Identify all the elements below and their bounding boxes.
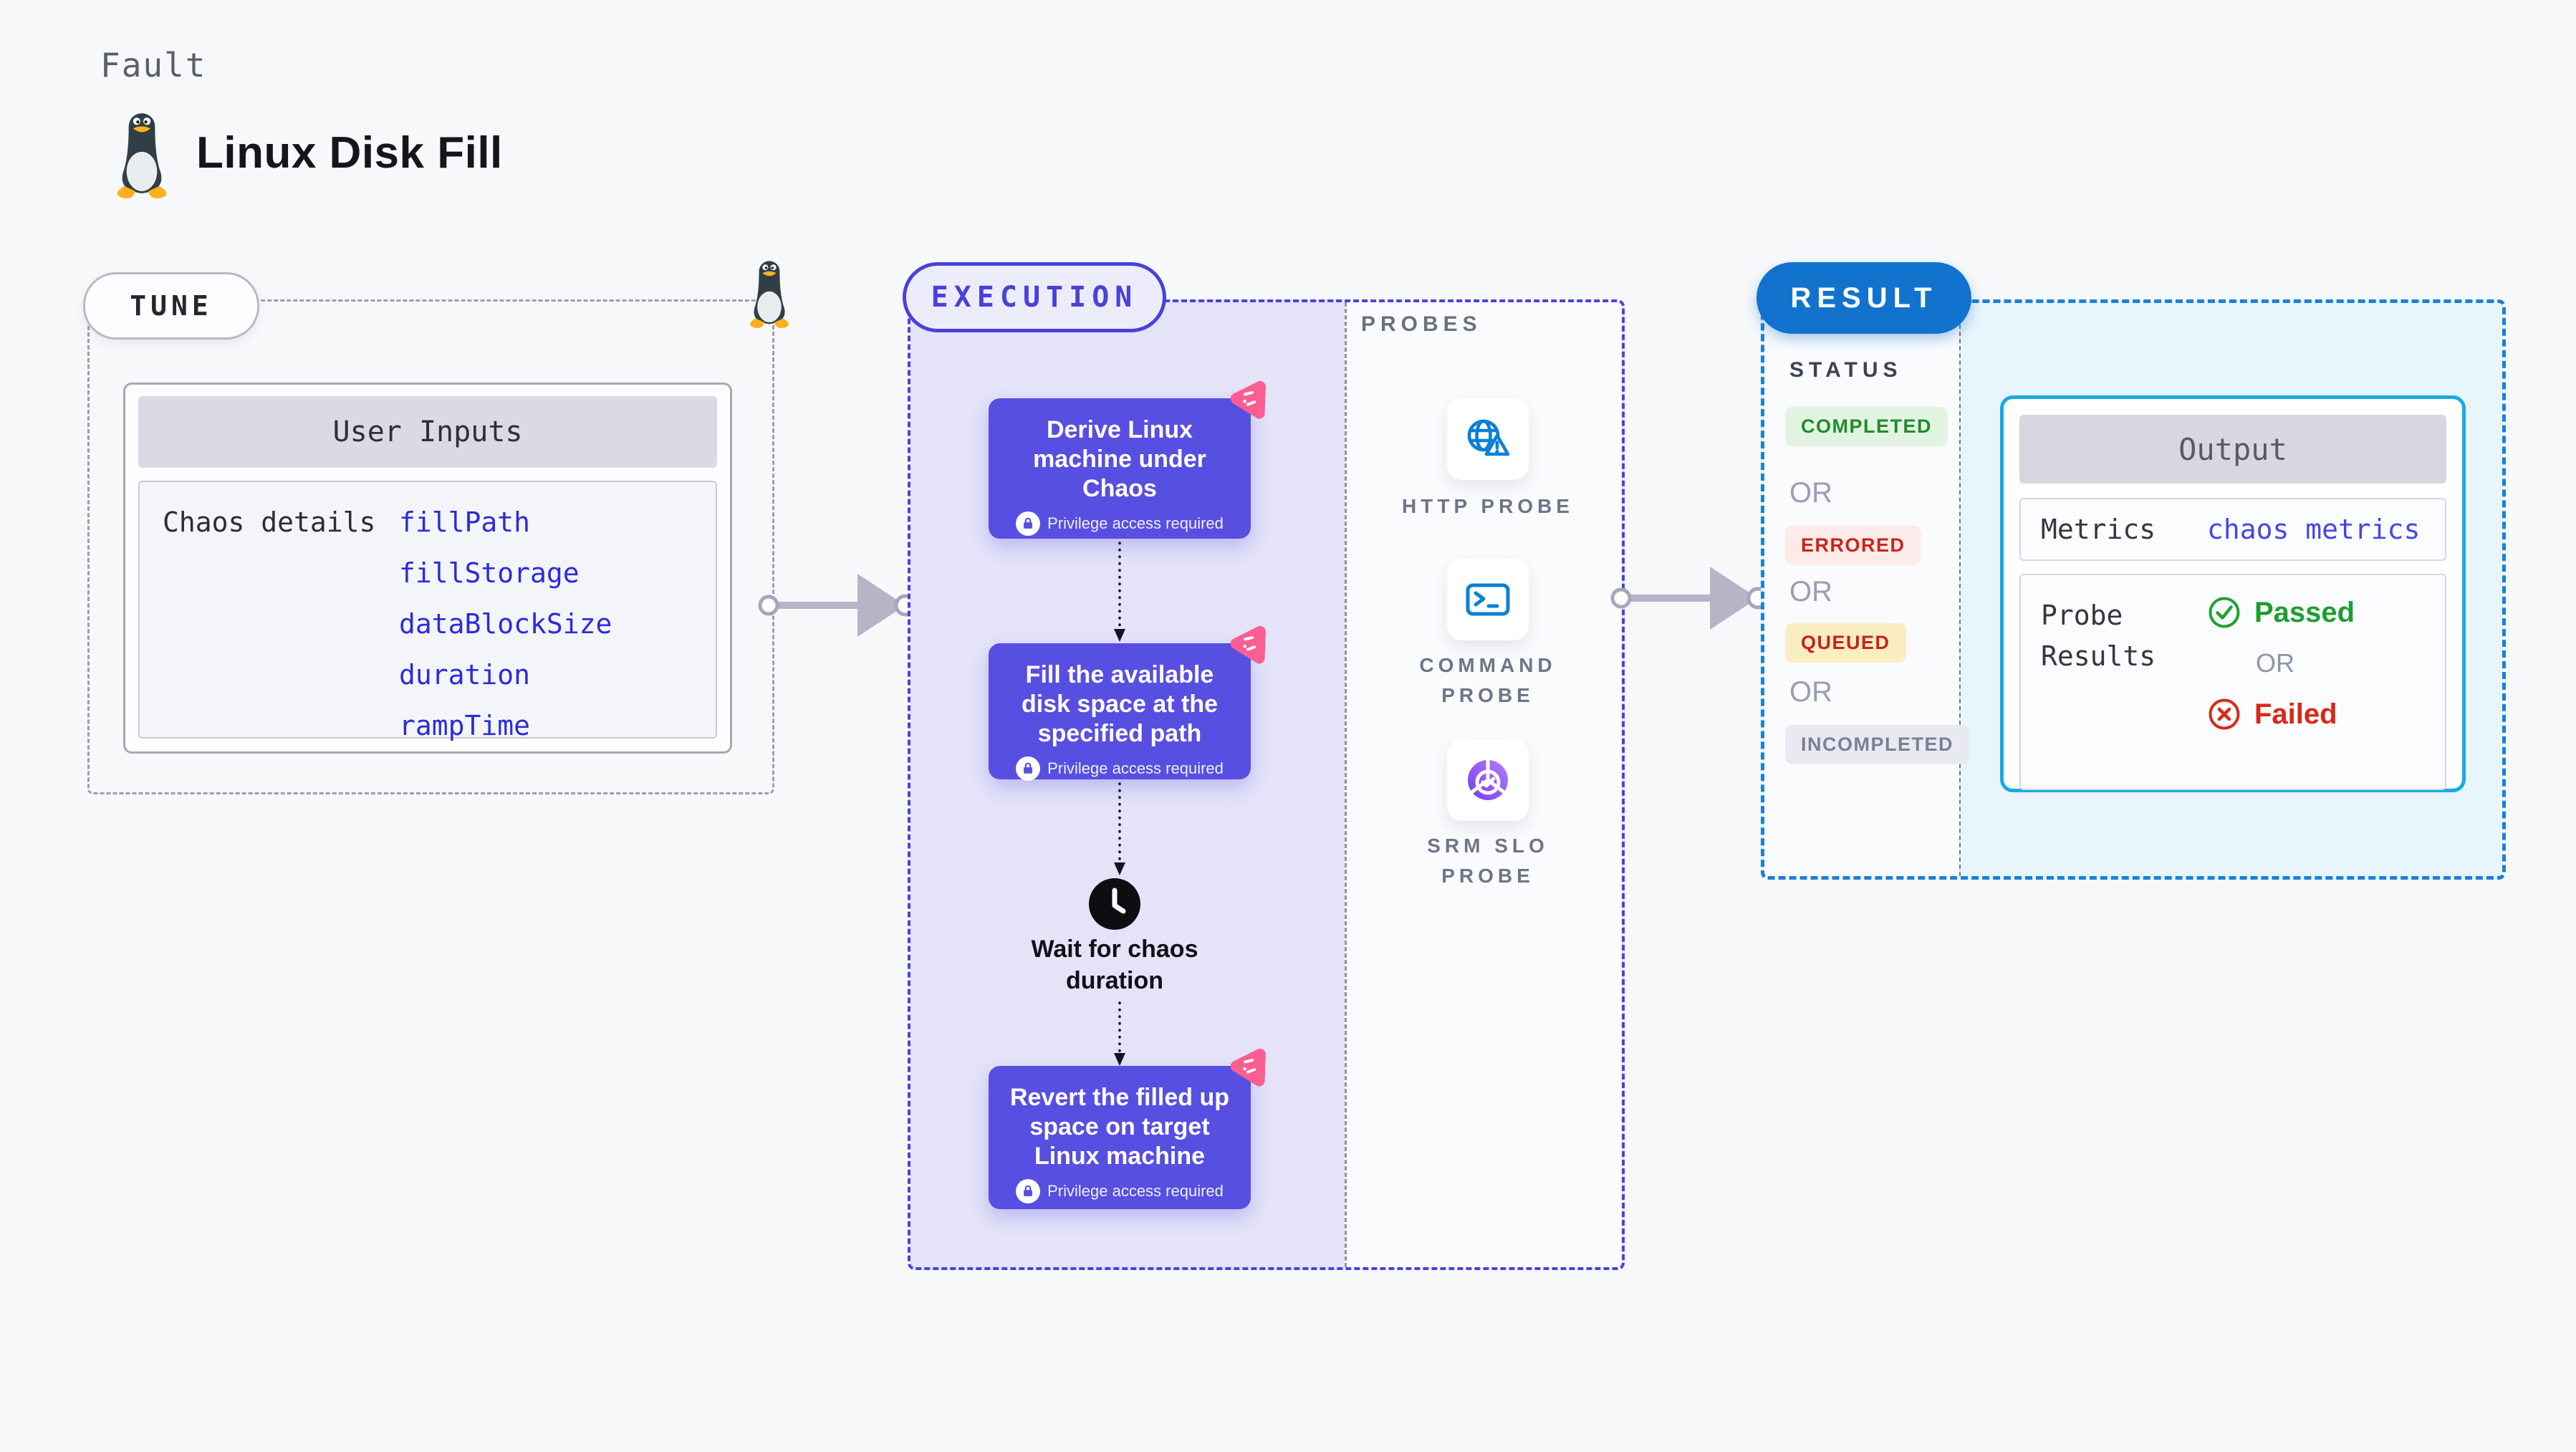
execution-section-label: EXECUTION: [903, 262, 1166, 332]
chaos-pink-triangle-icon: [1230, 1048, 1266, 1087]
or-separator: OR: [1789, 477, 1832, 509]
lock-icon: [1016, 1179, 1041, 1204]
status-heading: STATUS: [1789, 358, 1903, 382]
passed-label: Passed: [2254, 596, 2355, 628]
user-inputs-body: Chaos details fillPath fillStorage dataB…: [138, 481, 717, 741]
output-card: Output Metrics chaos metrics Probe Resul…: [2000, 395, 2466, 792]
or-separator: OR: [2256, 648, 2294, 678]
wait-duration-label: Wait for chaos duration: [1031, 936, 1198, 994]
slo-pie-check-icon: [1468, 760, 1508, 800]
metrics-row: Metrics chaos metrics: [2019, 498, 2446, 561]
input-fillstorage: fillStorage: [399, 557, 580, 589]
metrics-label: Metrics: [2041, 513, 2156, 545]
step-fill-disk: Fill the available disk space at the spe…: [989, 625, 1266, 782]
tune-section-label: TUNE: [83, 272, 259, 340]
user-inputs-list: fillPath fillStorage dataBlockSize durat…: [399, 506, 612, 741]
user-inputs-title: User Inputs: [138, 396, 717, 468]
privilege-label: Privilege access required: [1047, 1182, 1224, 1201]
lock-icon: [1016, 756, 1041, 782]
http-probe-card: [1447, 398, 1529, 480]
chaos-pink-triangle-icon: [1230, 380, 1266, 419]
chaos-pink-triangle-icon: [1230, 625, 1266, 664]
srm-slo-probe-label: SRM SLO PROBE: [1427, 835, 1549, 887]
privilege-row: Privilege access required: [1006, 756, 1234, 782]
terminal-icon: [1466, 583, 1510, 616]
status-badge-errored: ERRORED: [1785, 526, 1921, 565]
command-probe-card: [1447, 559, 1529, 640]
input-duration: duration: [399, 659, 531, 691]
output-title: Output: [2019, 415, 2446, 484]
check-circle-icon: [2209, 597, 2240, 628]
metrics-value: chaos metrics: [2207, 514, 2421, 545]
probes-section-label: PROBES: [1361, 312, 1482, 336]
status-badge-incompleted: INCOMPLETED: [1785, 725, 1970, 764]
command-probe-label: COMMAND PROBE: [1419, 654, 1557, 706]
execution-probes-divider: [1345, 302, 1347, 1267]
privilege-label: Privilege access required: [1047, 759, 1224, 778]
flow-connector: [1114, 1001, 1125, 1066]
flow-connector: [1114, 782, 1125, 875]
step-revert-space: Revert the filled up space on target Lin…: [989, 1048, 1266, 1209]
privilege-row: Privilege access required: [1006, 511, 1234, 537]
status-badge-completed: COMPLETED: [1785, 407, 1948, 446]
step-text: Revert the filled up space on target Lin…: [1009, 1084, 1230, 1170]
status-badge-queued: QUEUED: [1785, 623, 1906, 663]
or-separator: OR: [1789, 576, 1832, 607]
chaos-details-label: Chaos details: [163, 506, 376, 538]
tune-to-execution-arrow: [758, 574, 917, 637]
page-title: Linux Disk Fill: [196, 128, 503, 178]
privilege-row: Privilege access required: [1006, 1179, 1234, 1204]
globe-warning-icon: [1467, 419, 1510, 456]
or-separator: OR: [1789, 676, 1832, 708]
input-datablocksize: dataBlockSize: [399, 608, 612, 640]
tune-section: [87, 299, 774, 794]
probe-results-row: Probe Results Passed OR Failed: [2019, 574, 2446, 790]
clock-icon: [1089, 878, 1140, 930]
result-section-label: RESULT: [1756, 262, 1971, 334]
x-circle-icon: [2209, 698, 2240, 730]
lock-icon: [1016, 511, 1041, 537]
user-inputs-card: User Inputs Chaos details fillPath fillS…: [123, 383, 732, 754]
execution-to-result-arrow: [1610, 567, 1769, 630]
input-fillpath: fillPath: [399, 506, 531, 538]
privilege-label: Privilege access required: [1047, 514, 1224, 533]
passed-line: Passed: [2207, 595, 2355, 630]
input-ramptime: rampTime: [399, 710, 531, 741]
status-output-divider: [1959, 303, 1961, 876]
failed-label: Failed: [2254, 698, 2337, 730]
tux-penguin-small-icon: [749, 261, 789, 328]
tux-penguin-icon: [117, 113, 167, 198]
step-text: Fill the available disk space at the spe…: [1021, 661, 1218, 747]
http-probe-label: HTTP PROBE: [1402, 495, 1574, 517]
probe-results-values: Passed OR Failed: [2207, 595, 2355, 769]
flow-connector: [1114, 542, 1125, 642]
fault-kicker: Fault: [100, 46, 207, 85]
step-derive-machine: Derive Linux machine under Chaos Privile…: [989, 380, 1266, 539]
srm-slo-probe-card: [1447, 739, 1529, 821]
probe-results-label: Probe Results: [2041, 600, 2156, 672]
step-text: Derive Linux machine under Chaos: [1033, 416, 1206, 502]
failed-line: Failed: [2207, 697, 2355, 731]
